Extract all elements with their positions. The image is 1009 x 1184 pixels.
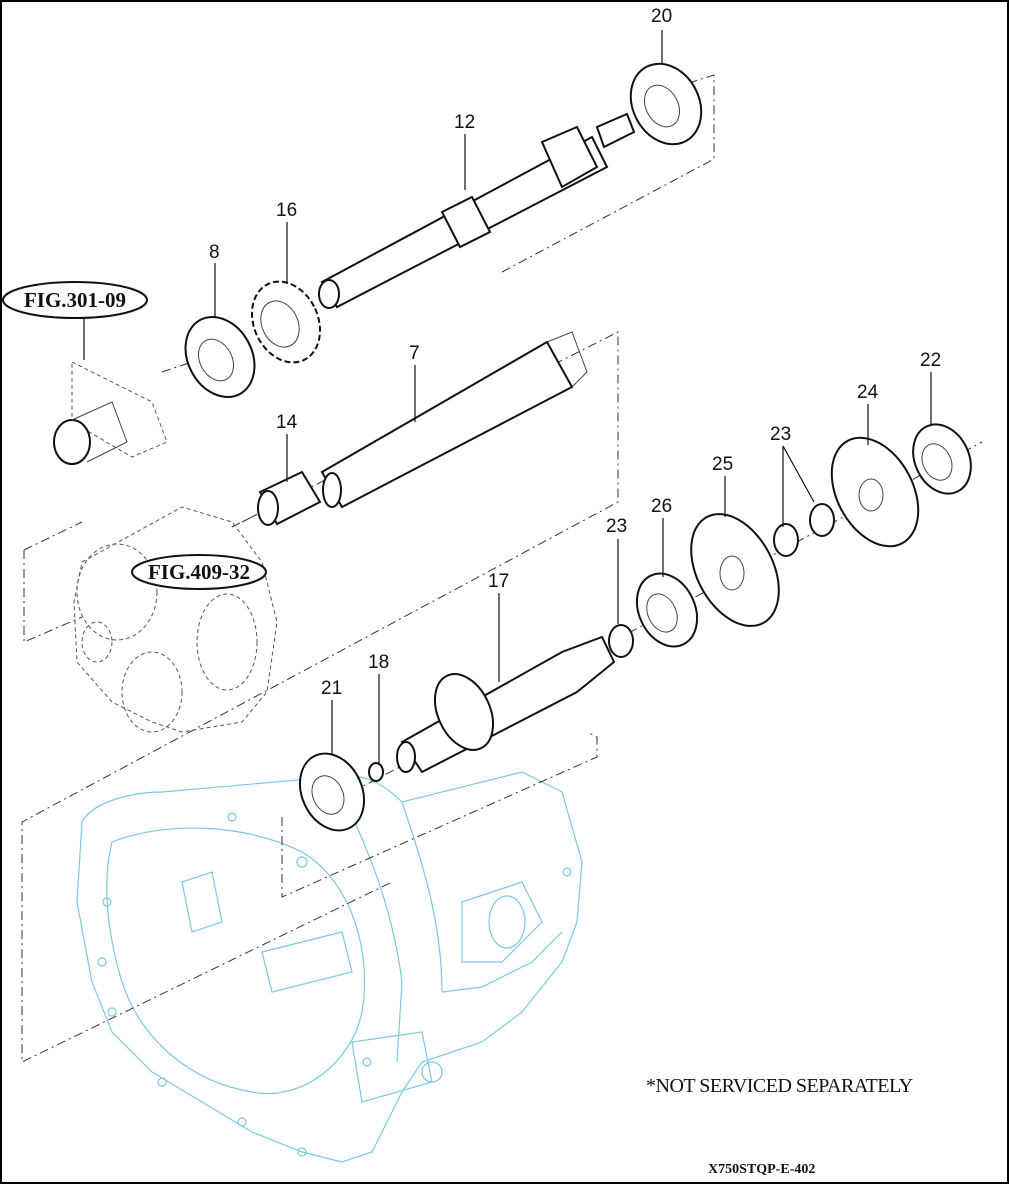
footnote-not-serviced: *NOT SERVICED SEPARATELY <box>646 1075 913 1097</box>
bearing-22 <box>912 423 972 495</box>
figure-ref-301-09-label: FIG.301-09 <box>24 288 126 312</box>
part-number-26: 26 <box>651 496 672 517</box>
part-number-17: 17 <box>488 571 509 592</box>
fig-409-32-ghost-part <box>73 506 278 733</box>
part-number-23-left: 23 <box>606 516 627 537</box>
bearing-20 <box>629 62 703 146</box>
bearing-26 <box>635 572 699 648</box>
transmission-housing <box>76 771 583 1163</box>
gear-25 <box>690 513 780 627</box>
sleeve-14 <box>257 470 322 526</box>
gear-24 <box>830 436 920 548</box>
part-number-25: 25 <box>712 454 733 475</box>
shaft-7 <box>320 331 588 509</box>
bearing-21 <box>298 752 366 832</box>
part-number-24: 24 <box>857 382 879 403</box>
shaft-17 <box>396 635 616 774</box>
part-number-7: 7 <box>409 343 420 364</box>
part-number-23-right: 23 <box>770 424 791 445</box>
part-number-14: 14 <box>276 412 298 433</box>
part-number-18: 18 <box>368 652 389 673</box>
fig-301-09-part <box>53 361 168 465</box>
drawing-code: X750STQP-E-402 <box>708 1162 816 1177</box>
part-number-22: 22 <box>920 350 941 371</box>
figure-ref-409-32-label: FIG.409-32 <box>148 560 250 584</box>
part-number-16: 16 <box>276 200 297 221</box>
part-number-21: 21 <box>321 678 342 699</box>
shaft-12 <box>318 112 636 309</box>
figure-ref-301-09[interactable]: FIG.301-09 <box>2 281 148 319</box>
part-number-12: 12 <box>454 112 475 133</box>
snap-ring-23-right <box>773 503 835 557</box>
leader-lines <box>83 30 932 764</box>
part-number-8: 8 <box>209 242 220 263</box>
needle-bearing-18 <box>368 762 384 782</box>
bearing-8 <box>184 315 256 399</box>
part-number-20: 20 <box>651 6 672 27</box>
gear-16 <box>250 280 322 364</box>
figure-ref-409-32[interactable]: FIG.409-32 <box>131 554 267 590</box>
snap-ring-23-left <box>608 624 634 658</box>
